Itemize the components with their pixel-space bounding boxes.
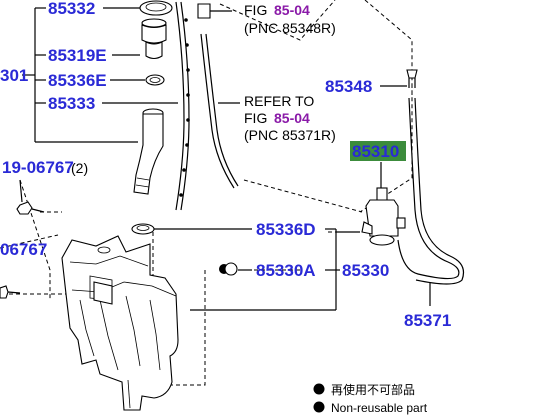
level-gauge-chain bbox=[175, 1, 190, 211]
left-bracket-lines bbox=[22, 7, 178, 143]
grommet-85330A-drawing bbox=[219, 262, 252, 276]
strainer-85319E-drawing bbox=[141, 18, 167, 60]
fig-ref-mid-prefix: FIG bbox=[244, 110, 267, 126]
legend: 再使用不可部品 Non-reusable part bbox=[313, 382, 428, 415]
part-label-85333[interactable]: 85333 bbox=[48, 94, 95, 113]
fig-ref-mid: REFER TO FIG 85-04 (PNC 85371R) bbox=[244, 93, 336, 143]
part-label-85319E[interactable]: 85319E bbox=[48, 46, 107, 65]
non-reusable-bullet-icon bbox=[313, 383, 325, 395]
part-label-85348[interactable]: 85348 bbox=[325, 77, 372, 96]
bolt-drawing bbox=[16, 179, 45, 215]
legend-en: Non-reusable part bbox=[331, 401, 428, 415]
fig-ref-top-prefix: FIG bbox=[244, 2, 267, 18]
non-reusable-bullet-icon-2 bbox=[313, 401, 325, 413]
fig-ref-mid-link[interactable]: 85-04 bbox=[274, 110, 310, 126]
washer-hose-drawing bbox=[200, 33, 239, 189]
quantity-label: (2) bbox=[71, 160, 88, 176]
hose-85371-drawing bbox=[397, 97, 465, 306]
bracket-85330-lines bbox=[190, 228, 360, 311]
part-label-85371[interactable]: 85371 bbox=[404, 311, 451, 330]
highlight-box bbox=[350, 141, 406, 161]
cap-85332-drawing bbox=[139, 0, 173, 16]
bolt-2-drawing bbox=[0, 285, 21, 299]
part-labels: 85332 85319E 301 85336E 85333 85348 8533… bbox=[0, 0, 451, 330]
fig-ref-mid-line1: REFER TO bbox=[244, 93, 314, 109]
washer-tank-85330-drawing bbox=[61, 235, 179, 411]
fig-ref-top-pnc: (PNC 85348R) bbox=[244, 20, 336, 36]
washer-pump-85310-drawing bbox=[361, 162, 406, 246]
part-label-85310[interactable]: 85310 bbox=[352, 142, 399, 161]
part-label-06767[interactable]: 06767 bbox=[0, 240, 47, 259]
part-label-85336D[interactable]: 85336D bbox=[256, 220, 316, 239]
fig-ref-top-link[interactable]: 85-04 bbox=[274, 2, 310, 18]
part-label-85336E[interactable]: 85336E bbox=[48, 71, 107, 90]
part-label-85310-highlighted[interactable]: 85310 bbox=[350, 141, 406, 161]
part-label-19-06767[interactable]: 19-06767 bbox=[2, 158, 74, 177]
filler-pipe-85333-drawing bbox=[133, 108, 164, 195]
part-label-85301[interactable]: 301 bbox=[0, 66, 28, 85]
part-label-85330[interactable]: 85330 bbox=[342, 261, 389, 280]
part-label-85330A[interactable]: 85330A bbox=[256, 261, 316, 280]
fig-ref-mid-pnc: (PNC 85371R) bbox=[244, 127, 336, 143]
fig-ref-top: FIG 85-04 (PNC 85348R) bbox=[244, 2, 336, 36]
hose-connector-top bbox=[197, 3, 232, 19]
part-label-85332[interactable]: 85332 bbox=[48, 0, 95, 18]
washer-85336E-drawing bbox=[145, 74, 165, 86]
connector-85348-drawing bbox=[380, 69, 418, 88]
grommet-85336D-drawing bbox=[131, 223, 252, 235]
legend-jp: 再使用不可部品 bbox=[331, 382, 415, 397]
